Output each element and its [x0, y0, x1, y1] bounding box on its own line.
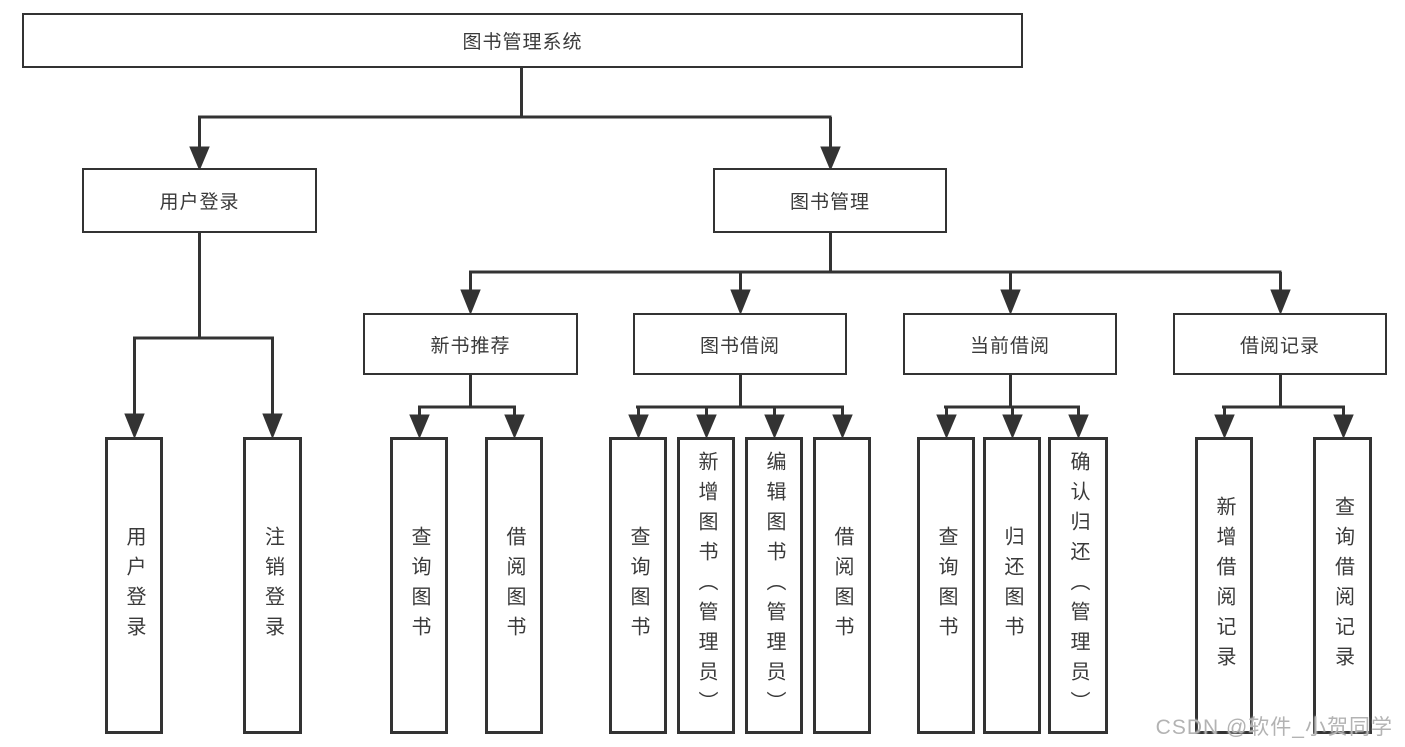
- leaf-add-books-admin: 新增图书（管理员）: [677, 437, 735, 734]
- connector-new-book-recommendation-to-leaves: [409, 375, 525, 439]
- node-label: 图书管理: [789, 192, 870, 213]
- connector-book-management-to-level2: [460, 233, 1291, 316]
- connector-borrowing-records-to-leaves: [1214, 375, 1354, 439]
- leaf-borrow-books-borrowing: 借阅图书: [813, 437, 871, 734]
- leaf-query-books-current: 查询图书: [917, 437, 975, 734]
- leaf-add-borrow-record: 新增借阅记录: [1195, 437, 1253, 734]
- node-new-book-recommendation: 新书推荐: [363, 313, 578, 375]
- leaf-query-books-recommend: 查询图书: [390, 437, 448, 734]
- node-label: 新增借阅记录: [1213, 495, 1235, 676]
- node-label: 查询借阅记录: [1331, 495, 1354, 676]
- node-user-login: 用户登录: [82, 168, 317, 233]
- node-label: 查询图书: [627, 525, 649, 646]
- node-label: 新书推荐: [430, 335, 511, 357]
- connector-root-to-level1: [189, 68, 841, 171]
- node-label: 图书管理系统: [462, 32, 583, 53]
- node-label: 当前借阅: [969, 335, 1050, 357]
- leaf-user-login: 用户登录: [105, 437, 163, 734]
- node-book-borrowing: 图书借阅: [633, 313, 847, 375]
- leaf-return-books: 归还图书: [983, 437, 1041, 734]
- node-root-book-management-system: 图书管理系统: [22, 13, 1023, 68]
- node-book-management: 图书管理: [713, 168, 947, 233]
- leaf-query-books-borrowing: 查询图书: [609, 437, 667, 734]
- node-label: 确认归还（管理员）: [1067, 450, 1089, 721]
- node-current-borrowing: 当前借阅: [903, 313, 1117, 375]
- node-label: 查询图书: [935, 525, 957, 646]
- node-borrowing-records: 借阅记录: [1173, 313, 1387, 375]
- node-label: 用户登录: [123, 525, 145, 646]
- csdn-watermark: CSDN @软件_小贺同学: [1155, 716, 1393, 739]
- node-label: 编辑图书（管理员）: [763, 450, 785, 721]
- node-label: 借阅图书: [831, 525, 853, 646]
- node-label: 新增图书（管理员）: [695, 450, 717, 721]
- leaf-logout: 注销登录: [243, 437, 302, 734]
- node-label: 图书借阅: [699, 335, 780, 357]
- node-label: 归还图书: [1001, 525, 1023, 646]
- leaf-borrow-books-recommend: 借阅图书: [485, 437, 543, 734]
- connector-current-borrowing-to-leaves: [936, 375, 1089, 439]
- connector-user-login-to-leaves: [124, 233, 283, 440]
- node-label: 查询图书: [408, 525, 430, 646]
- leaf-edit-books-admin: 编辑图书（管理员）: [745, 437, 803, 734]
- node-label: 借阅图书: [503, 525, 525, 646]
- node-label: 用户登录: [159, 192, 240, 213]
- leaf-confirm-return-admin: 确认归还（管理员）: [1048, 437, 1108, 734]
- leaf-query-borrow-record: 查询借阅记录: [1313, 437, 1372, 734]
- node-label: 借阅记录: [1239, 335, 1320, 357]
- connector-book-borrowing-to-leaves: [628, 375, 853, 439]
- node-label: 注销登录: [261, 525, 284, 646]
